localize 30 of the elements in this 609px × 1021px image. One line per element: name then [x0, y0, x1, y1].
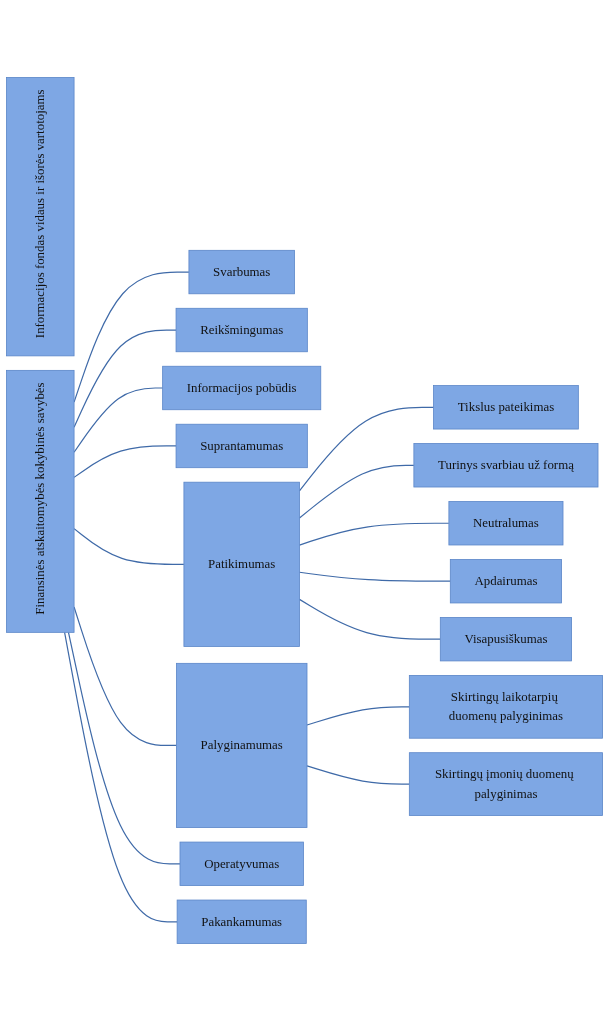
node-box: Tikslus pateikimas — [433, 385, 579, 430]
node-box: Skirtingų įmonių duomenų palyginimas — [408, 752, 603, 816]
node-box: Apdairumas — [449, 559, 562, 604]
node-box: Informacijos fondas vidaus ir išorės vartotojams — [6, 77, 75, 357]
node-box: Patikimumas — [183, 481, 300, 647]
node-box: Finansinės atskaitomybės kokybinės savybės — [6, 369, 75, 633]
connector — [73, 387, 164, 453]
node-box: Svarbumas — [188, 249, 295, 295]
node-box: Turinys svarbiau už formą — [413, 443, 599, 488]
node-box: Pakankamumas — [176, 899, 307, 944]
connector — [306, 765, 410, 785]
node-box: Visapusiškumas — [439, 617, 572, 662]
connector — [298, 522, 450, 546]
node-box: Skirtingų laikotarpių duomenų palyginimas — [408, 675, 603, 739]
connector — [306, 706, 410, 726]
connector — [73, 329, 177, 428]
connector — [298, 571, 451, 582]
connector — [298, 464, 415, 519]
connector — [64, 631, 178, 923]
connector — [298, 406, 435, 492]
node-box: Palyginamumas — [176, 662, 308, 828]
node-box: Operatyvumas — [179, 841, 304, 886]
node-box: Informacijos pobūdis — [162, 365, 322, 411]
node-box: Reikšmingumas — [175, 307, 308, 353]
connector — [73, 528, 185, 565]
connector — [73, 445, 177, 478]
connector — [67, 631, 181, 865]
connector — [298, 598, 441, 640]
node-box: Suprantamumas — [175, 423, 308, 469]
node-box: Neutralumas — [448, 501, 564, 546]
